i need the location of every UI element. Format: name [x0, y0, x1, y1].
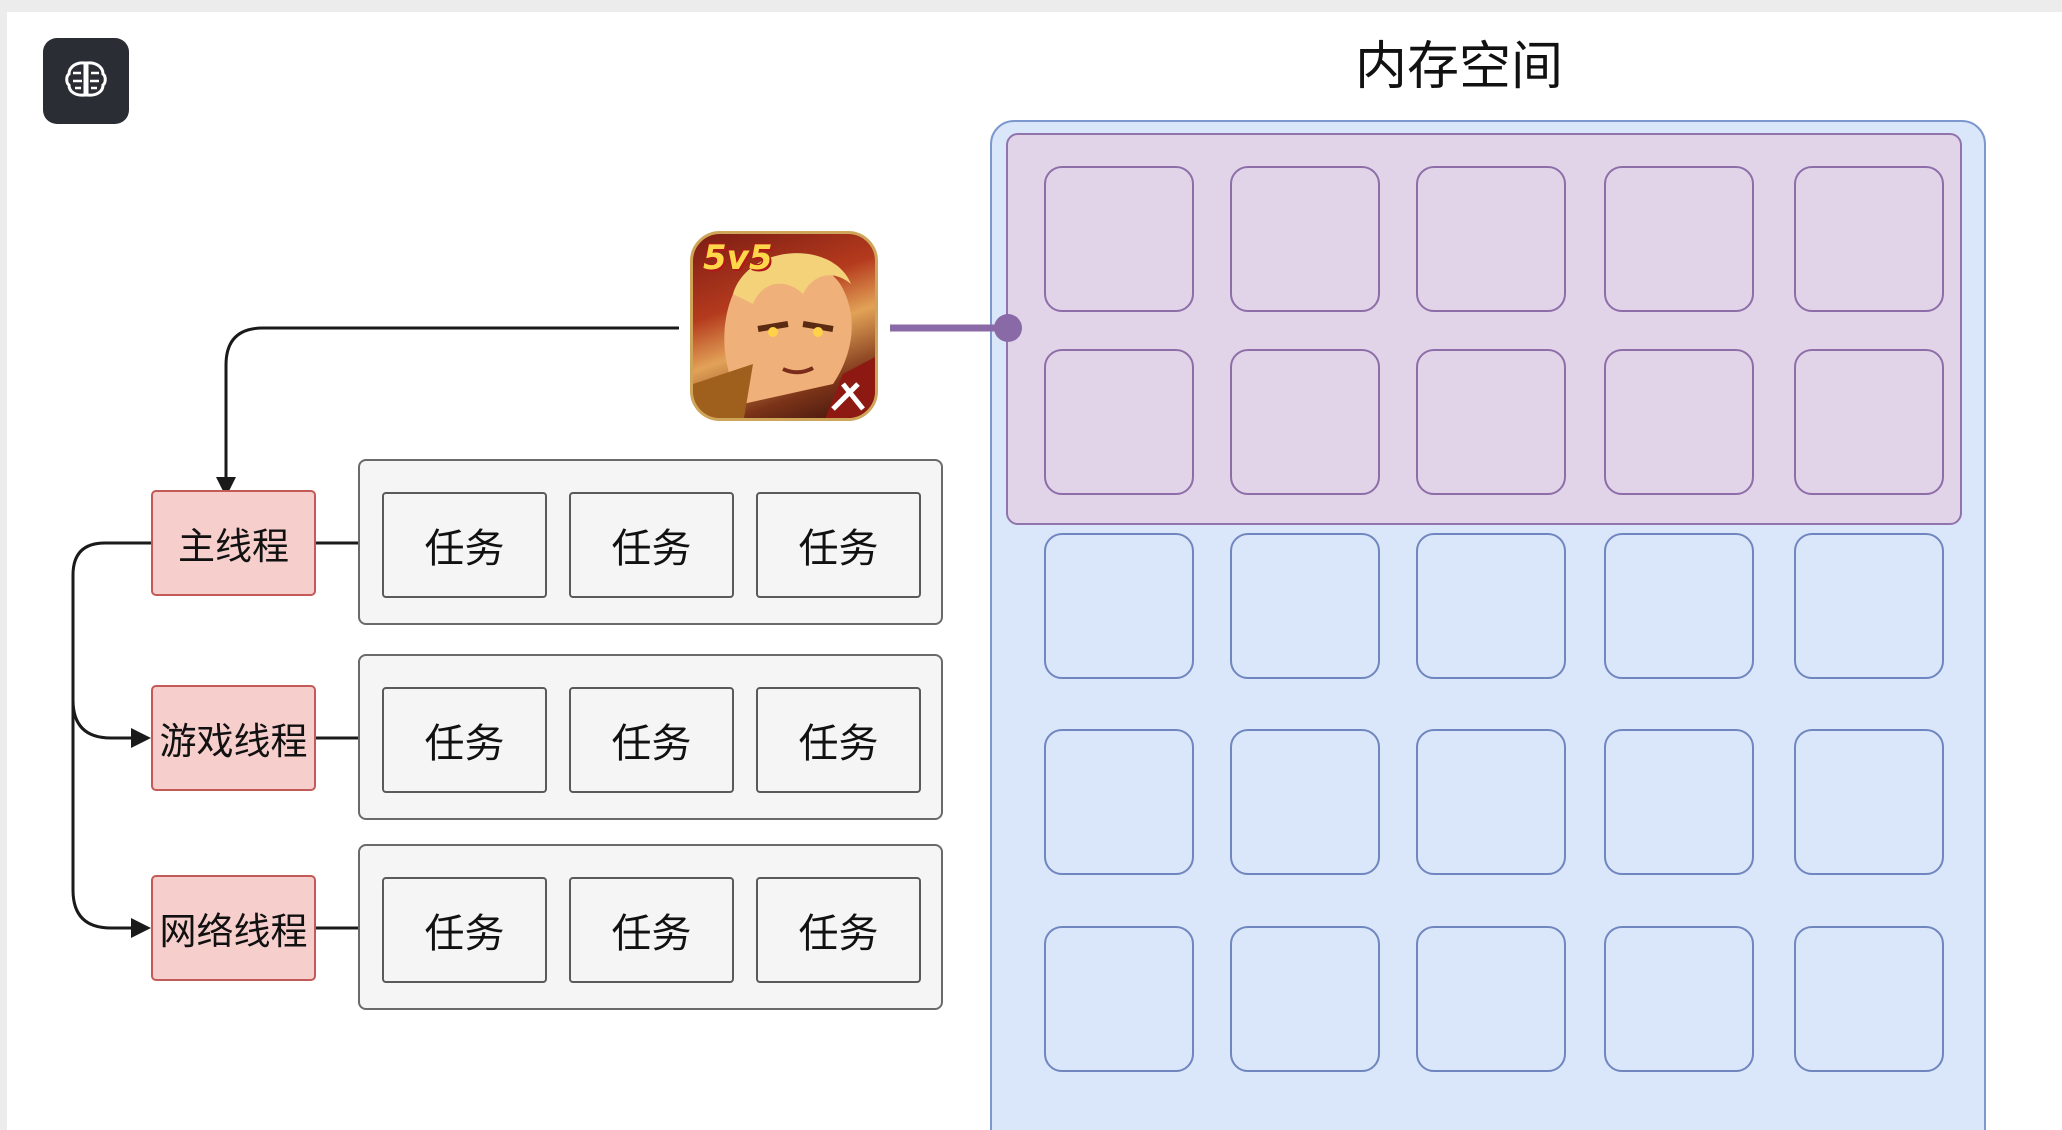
memory-cell [1604, 533, 1754, 679]
memory-link-dot [994, 314, 1022, 342]
game-memory-cell [1416, 166, 1566, 312]
memory-space-title: 内存空间 [1354, 37, 1563, 97]
memory-cell [1794, 926, 1944, 1072]
memory-cell [1044, 926, 1194, 1072]
network-thread-task-queue: 任务 任务 任务 [358, 844, 943, 1010]
game-memory-cell [1416, 349, 1566, 495]
main-thread-label: 主线程 [178, 525, 289, 568]
memory-cell [1604, 729, 1754, 875]
main-thread: 主线程 [151, 490, 316, 596]
memory-cell [1230, 729, 1380, 875]
task-box: 任务 [756, 877, 921, 983]
memory-cell [1044, 729, 1194, 875]
memory-cell [1230, 533, 1380, 679]
memory-cell [1604, 926, 1754, 1072]
task-box: 任务 [382, 877, 547, 983]
brain-app-button[interactable] [43, 38, 129, 124]
game-memory-cell [1230, 166, 1380, 312]
task-box: 任务 [569, 492, 734, 598]
game-memory-cell [1604, 166, 1754, 312]
memory-cell [1794, 533, 1944, 679]
game-memory-cell [1044, 349, 1194, 495]
game-to-main-thread-arrow [224, 326, 679, 482]
task-box: 任务 [382, 687, 547, 793]
memory-cell [1416, 729, 1566, 875]
diagram-canvas: 内存空间 [7, 12, 2062, 1130]
main-to-game-thread-branch [71, 541, 151, 740]
game-app-icon[interactable]: 5v5 [690, 231, 878, 421]
game-memory-cell [1044, 166, 1194, 312]
task-box: 任务 [382, 492, 547, 598]
game-thread-label: 游戏线程 [159, 720, 308, 763]
main-thread-task-queue: 任务 任务 任务 [358, 459, 943, 625]
task-box: 任务 [569, 687, 734, 793]
game-memory-cell [1794, 166, 1944, 312]
task-box: 任务 [756, 492, 921, 598]
memory-cell [1416, 926, 1566, 1072]
game-memory-cell [1604, 349, 1754, 495]
game-thread: 游戏线程 [151, 685, 316, 791]
game-memory-cell [1230, 349, 1380, 495]
memory-cell [1416, 533, 1566, 679]
game-logo-text: 5v5 [703, 238, 773, 278]
game-memory-cell [1794, 349, 1944, 495]
memory-cell [1794, 729, 1944, 875]
memory-cell [1044, 533, 1194, 679]
task-box: 任务 [569, 877, 734, 983]
brain-icon [64, 59, 108, 103]
memory-cell [1230, 926, 1380, 1072]
network-thread: 网络线程 [151, 875, 316, 981]
main-to-network-thread-branch [71, 692, 133, 930]
network-thread-label: 网络线程 [159, 910, 308, 953]
game-thread-task-queue: 任务 任务 任务 [358, 654, 943, 820]
task-box: 任务 [756, 687, 921, 793]
